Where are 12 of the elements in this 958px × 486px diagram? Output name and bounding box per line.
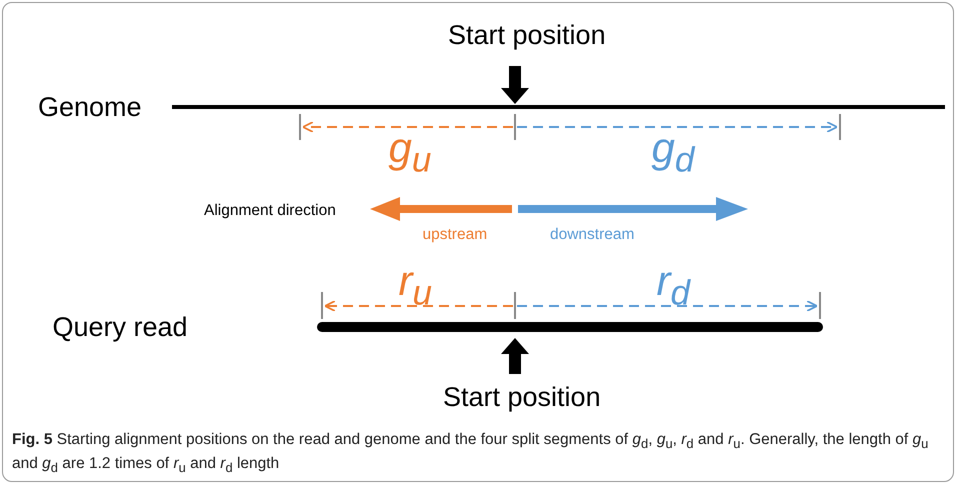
figure-caption: Fig. 5 Starting alignment positions on the read and genome and the four split segments of g$_{d}$, g$_{u}$, r$_{d}$ and r$_{u}$. Generally, the length of g$_{u}$ and g$_{d}$ are 1.2 times of r$_{u}$ and r$_{d}$ length bbox=[12, 430, 930, 478]
segment-label: g$_{u}$ bbox=[388, 127, 432, 178]
position-label: Start position bbox=[443, 384, 601, 411]
track-label: Query read bbox=[52, 314, 188, 341]
axis-label: Alignment direction bbox=[204, 203, 336, 218]
segment-label: r$_{u}$ bbox=[398, 260, 432, 310]
segment-label: g$_{d}$ bbox=[652, 127, 694, 178]
direction-label: upstream bbox=[422, 227, 488, 242]
segment-label: r$_{d}$ bbox=[656, 260, 690, 310]
track-label: Genome bbox=[38, 94, 142, 121]
direction-label: downstream bbox=[550, 227, 634, 242]
position-label: Start position bbox=[448, 22, 606, 49]
